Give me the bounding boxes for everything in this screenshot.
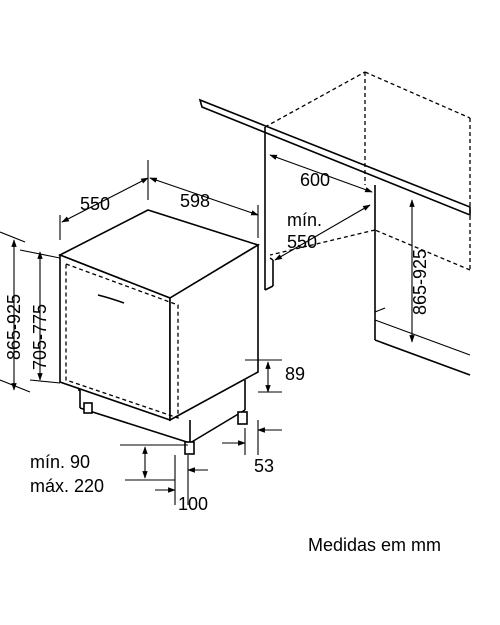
- label-width-appliance: 598: [180, 191, 210, 211]
- label-plinth-gap-min: mín. 90: [30, 452, 90, 472]
- label-niche-depth-value: 550: [287, 232, 317, 252]
- label-foot-offset: 100: [178, 494, 208, 514]
- label-plinth-gap-max: máx. 220: [30, 476, 104, 496]
- label-niche-height: 865-925: [410, 249, 430, 315]
- dishwasher-body: [58, 209, 260, 455]
- label-niche-depth-min: mín.: [287, 210, 322, 230]
- units-note: Medidas em mm: [308, 535, 441, 555]
- label-depth-appliance: 550: [80, 194, 110, 214]
- label-door-height: 705-775: [30, 304, 50, 370]
- label-niche-width: 600: [300, 170, 330, 190]
- label-plinth-height: 89: [285, 364, 305, 384]
- label-plinth-depth: 53: [254, 456, 274, 476]
- label-total-height: 865-925: [4, 294, 24, 360]
- dimension-lines: [0, 154, 415, 505]
